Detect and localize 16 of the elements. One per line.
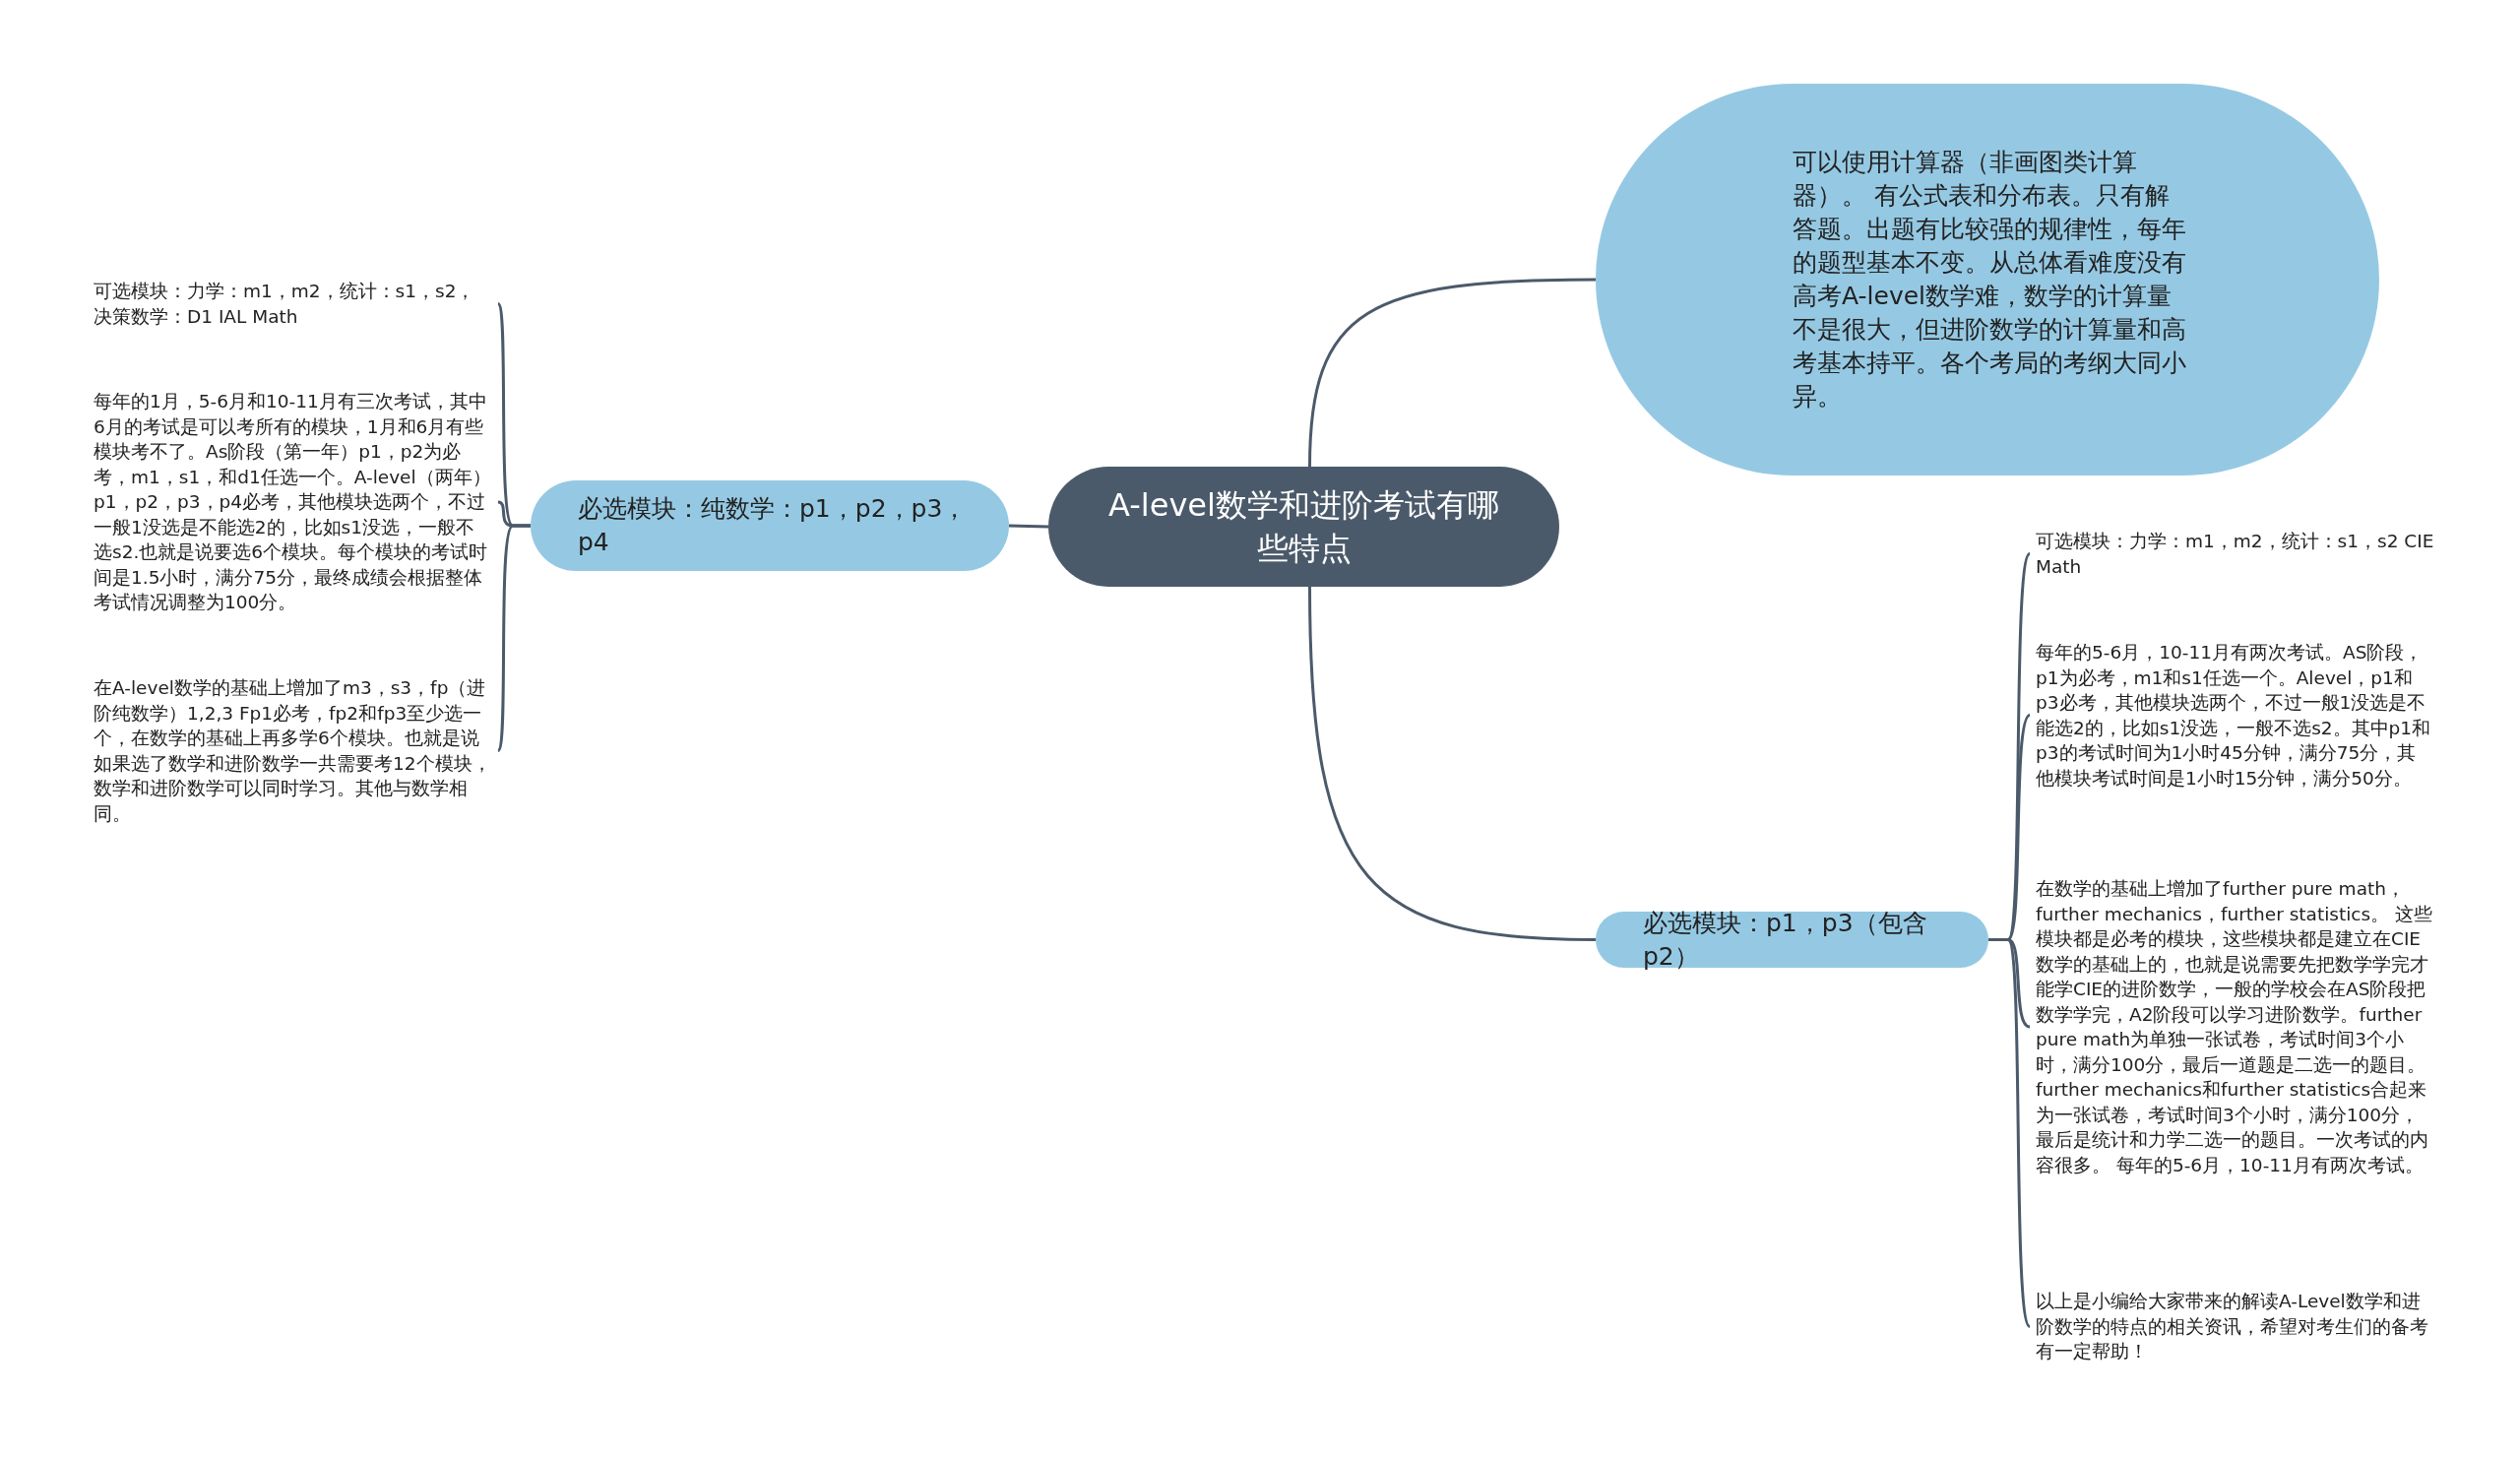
note-text: 每年的1月，5-6月和10-11月有三次考试，其中6月的考试是可以考所有的模块，1月和6月有些模块考不了。As阶段（第一年）p1，p2为必考，m1，s1，和d1任选一个。A-level（两年）p1，p2，p3，p4必考，其他模块选两个，不过一般1没选是不能选2的，比如s1没选，一般不选s2.也就是说要选6个模块。每个模块的考试时间是1.5小时，满分75分，最终成绩会根据整体考试情况调整为100分。 xyxy=(94,389,492,615)
branch-box: 必选模块：p1，p3（包含p2） xyxy=(1596,912,1988,968)
connector-line xyxy=(496,524,531,752)
topic-box: 可以使用计算器（非画图类计算器）。 有公式表和分布表。只有解答题。出题有比较强的规律性，每年的题型基本不变。从总体看难度没有高考A-level数学难，数学的计算量不是很大，但进阶数学的计算量和高考基本持平。各个考局的考纲大同小异。 xyxy=(1596,84,2379,475)
note-text: 可选模块：力学：m1，m2，统计：s1，s2，决策数学：D1 IAL Math xyxy=(94,279,492,329)
note-text: 以上是小编给大家带来的解读A-Level数学和进阶数学的特点的相关资讯，希望对考生们的备考有一定帮助！ xyxy=(2036,1289,2434,1364)
central-topic-box: A-level数学和进阶考试有哪些特点 xyxy=(1048,467,1559,587)
connector-line xyxy=(1308,278,1596,468)
connector-line xyxy=(1308,586,1597,941)
connector-line xyxy=(1988,938,2032,1328)
branch-box: 必选模块：纯数学：p1，p2，p3，p4 xyxy=(531,480,1009,571)
note-text: 在数学的基础上增加了further pure math，further mechanics，further statistics。 这些模块都是必考的模块，这些模块都是建立在CIE 数学的基础上的，也就是说需要先把数学学完才能学CIE的进阶数学，一般的学校会在AS阶段把数学学完，A2阶段可以学习进阶数学。further pure math为单独一张试卷，考试时间3个小时，满分100分，最后一道题是二选一的题目。 further mechanics和further statistics合起来为一张试卷，考试时间3个小时，满分100分，最后是统计和力学二选一的题目。一次考试的内容很多。 每年的5-6月，10-11月有两次考试。 xyxy=(2036,876,2434,1177)
note-text: 每年的5-6月，10-11月有两次考试。AS阶段，p1为必考，m1和s1任选一个。Alevel，p1和p3必考，其他模块选两个，不过一般1没选是不能选2的，比如s1没选，一般不选s2。其中p1和p3的考试时间为1小时45分钟，满分75分，其他模块考试时间是1小时15分钟，满分50分。 xyxy=(2036,640,2434,791)
note-text: 在A-level数学的基础上增加了m3，s3，fp（进阶纯数学）1,2,3 Fp1必考，fp2和fp3至少选一个，在数学的基础上再多学6个模块。也就是说如果选了数学和进阶数学一共需要考12个模块，数学和进阶数学可以同时学习。其他与数学相同。 xyxy=(94,675,492,826)
note-text: 可选模块：力学：m1，m2，统计：s1，s2 CIE Math xyxy=(2036,529,2434,579)
connector-line xyxy=(1008,524,1049,529)
